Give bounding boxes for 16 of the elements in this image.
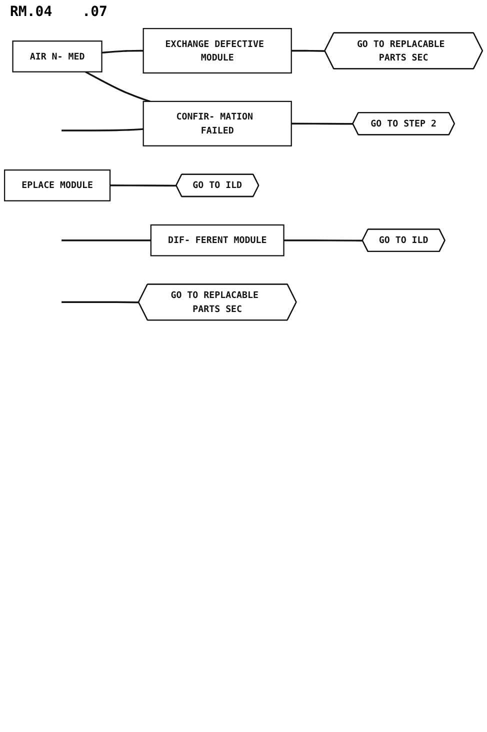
connector	[102, 50, 144, 54]
connector	[291, 122, 354, 125]
node-box: EXCHANGE DEFECTIVE MODULE	[142, 28, 292, 74]
connector	[284, 239, 363, 242]
step-label: RM.04	[10, 4, 52, 20]
node-box: EPLACE MODULE	[4, 169, 111, 202]
connector	[62, 128, 144, 132]
connector	[291, 50, 325, 52]
connector	[110, 184, 176, 187]
node-box: AIR N- MED	[12, 40, 102, 72]
node-box: DIF- FERENT MODULE	[150, 224, 284, 256]
connector	[62, 301, 139, 304]
connector	[62, 239, 151, 242]
node-box: CONFIR- MATION FAILED	[142, 100, 292, 146]
connector	[85, 71, 150, 102]
step-label: .07	[82, 4, 108, 20]
